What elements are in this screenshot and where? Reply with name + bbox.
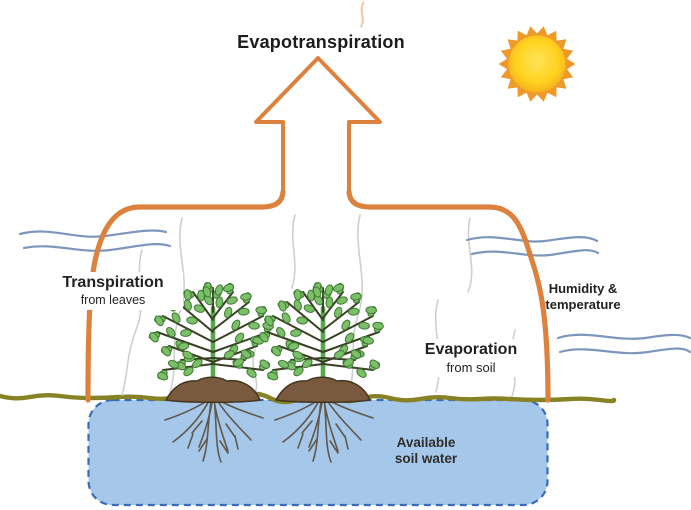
transpiration-label-line1: Transpiration: [62, 274, 164, 291]
vapor-lines-icon: [360, 1, 365, 28]
transpiration-label: Transpiration from leaves: [43, 272, 183, 310]
soil-water-label-line2: soil water: [394, 451, 458, 467]
plant-icon: [148, 282, 274, 403]
evaporation-label-line2: from soil: [446, 359, 496, 375]
humidity-temperature-label: Humidity & temperature: [533, 281, 633, 313]
available-soil-water-label: Available soil water: [371, 435, 481, 468]
evaporation-label-line1: Evaporation: [424, 341, 518, 358]
diagram-title: Evapotranspiration: [237, 32, 405, 52]
wind-waves-icon: [18, 229, 691, 355]
roots-icon: [164, 394, 264, 463]
evaporation-label: Evaporation from soil: [406, 339, 536, 378]
humidity-label-line2: temperature: [545, 296, 621, 312]
transpiration-label-line2: from leaves: [80, 292, 146, 307]
humidity-label-line1: Humidity &: [548, 281, 618, 296]
up-arrow-icon: [85, 56, 551, 403]
soil-water-label-line1: Available: [396, 435, 456, 450]
plant-icon: [258, 282, 384, 403]
sun-icon: [498, 26, 576, 102]
